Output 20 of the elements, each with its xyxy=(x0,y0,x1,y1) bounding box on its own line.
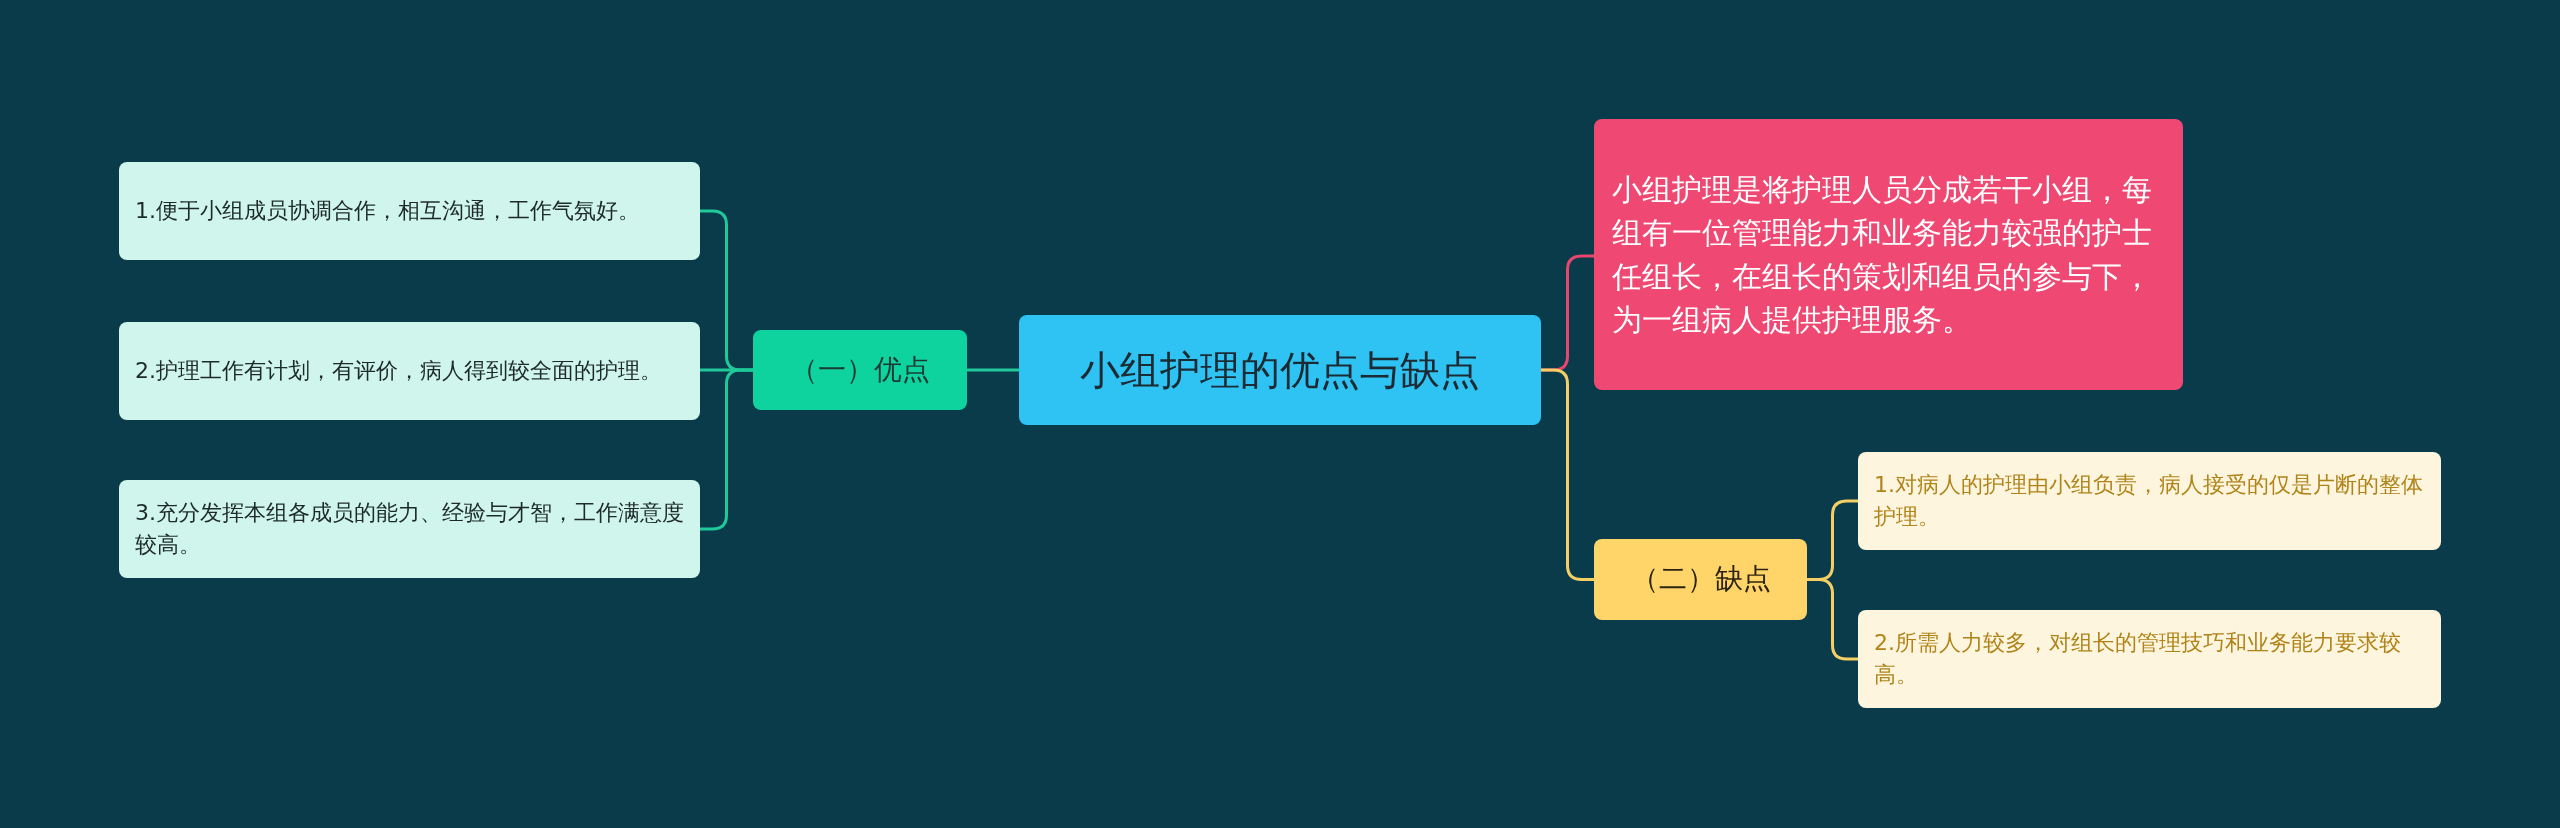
branch-box xyxy=(1594,539,1807,620)
connector-line xyxy=(967,368,1019,372)
node-text: 2.护理工作有计划，有评价，病人得到较全面的护理。 xyxy=(135,357,662,386)
topic-box xyxy=(1019,315,1541,425)
connector-line xyxy=(1807,578,1858,661)
node-text: 小组护理的优点与缺点 xyxy=(1080,346,1480,395)
leaf-box xyxy=(1858,610,2441,708)
leaf-box xyxy=(119,480,700,578)
node-text: 1.对病人的护理由小组负责，病人接受的仅是片断的整体护理。 xyxy=(1874,471,2424,531)
branch-box xyxy=(753,330,967,410)
node-text: 1.便于小组成员协调合作，相互沟通，工作气氛好。 xyxy=(135,197,640,226)
node-text: 3.充分发挥本组各成员的能力、经验与才智，工作满意度较高。 xyxy=(135,499,684,559)
node-text: （二）缺点 xyxy=(1630,561,1771,598)
node-text: （一）优点 xyxy=(790,351,930,388)
leaf-box xyxy=(119,162,700,260)
leaf-box xyxy=(1858,452,2441,550)
leaf-box xyxy=(119,322,700,420)
node-text: 2.所需人力较多，对组长的管理技巧和业务能力要求较高。 xyxy=(1874,629,2402,689)
node-text: 小组护理是将护理人员分成若干小组，每组有一位管理能力和业务能力较强的护士任组长，在组长的策划和组员的参与下，为一组病人提供护理服务。 xyxy=(1612,170,2153,339)
description-box xyxy=(1594,119,2183,390)
